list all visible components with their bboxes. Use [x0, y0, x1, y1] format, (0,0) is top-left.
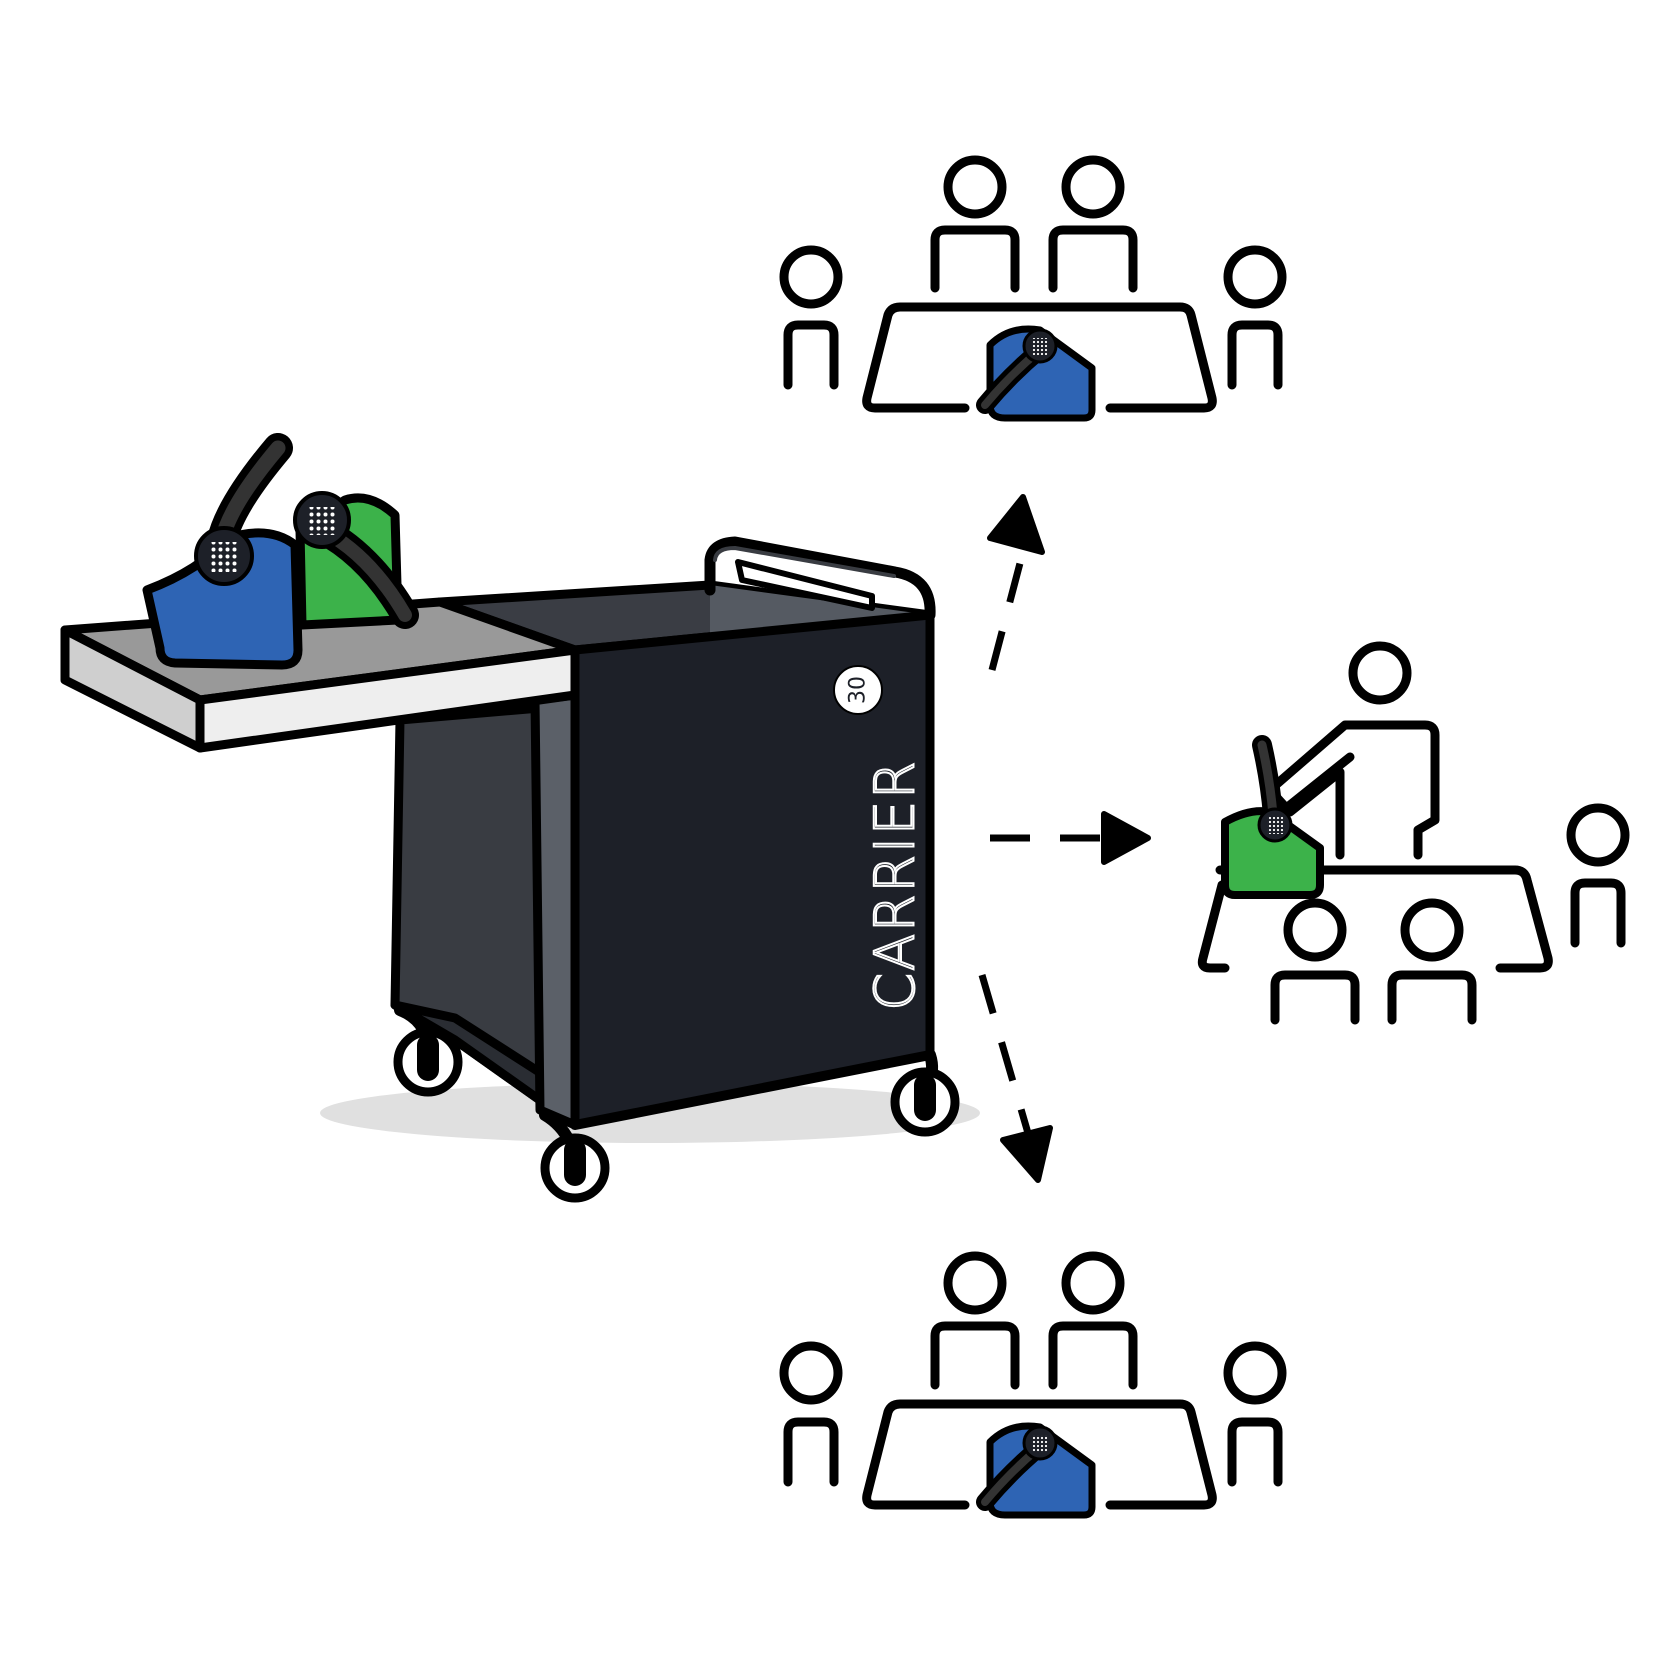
- green-device-right: [1221, 735, 1324, 899]
- tray-side: [60, 625, 205, 753]
- cart-logo: 30 CARRIER: [833, 665, 928, 1012]
- wheel-front-left: [539, 1109, 610, 1203]
- cart-wheels: [393, 1004, 960, 1203]
- teacher-head: [1348, 641, 1412, 705]
- wheel-front-right: [890, 1049, 960, 1137]
- classroom-group-bottom: [779, 1251, 1287, 1519]
- arrow-up: [987, 494, 1045, 671]
- classroom-group-top: [779, 155, 1287, 422]
- wheel-rear-left: [393, 1004, 463, 1097]
- blue-device-top: [976, 325, 1096, 422]
- green-device-on-tray: [293, 491, 419, 630]
- blue-device-on-tray: [142, 433, 303, 670]
- charging-cart: [60, 536, 936, 1130]
- arrows: [978, 494, 1151, 1183]
- blue-device-bottom: [976, 1422, 1096, 1519]
- cart-handle-inner: [735, 559, 875, 611]
- cart-handle: [704, 536, 936, 621]
- cart-handle-grip: [713, 546, 896, 578]
- arrow-down: [978, 974, 1053, 1183]
- cart-front-post: [530, 690, 580, 1130]
- capacity-label: 30: [846, 676, 871, 704]
- classroom-group-right: [1197, 641, 1630, 1025]
- brand-label: CARRIER: [864, 759, 927, 1010]
- arrow-right: [990, 811, 1151, 865]
- cart-bottom-rail: [570, 1050, 935, 1130]
- capacity-badge: [833, 665, 883, 715]
